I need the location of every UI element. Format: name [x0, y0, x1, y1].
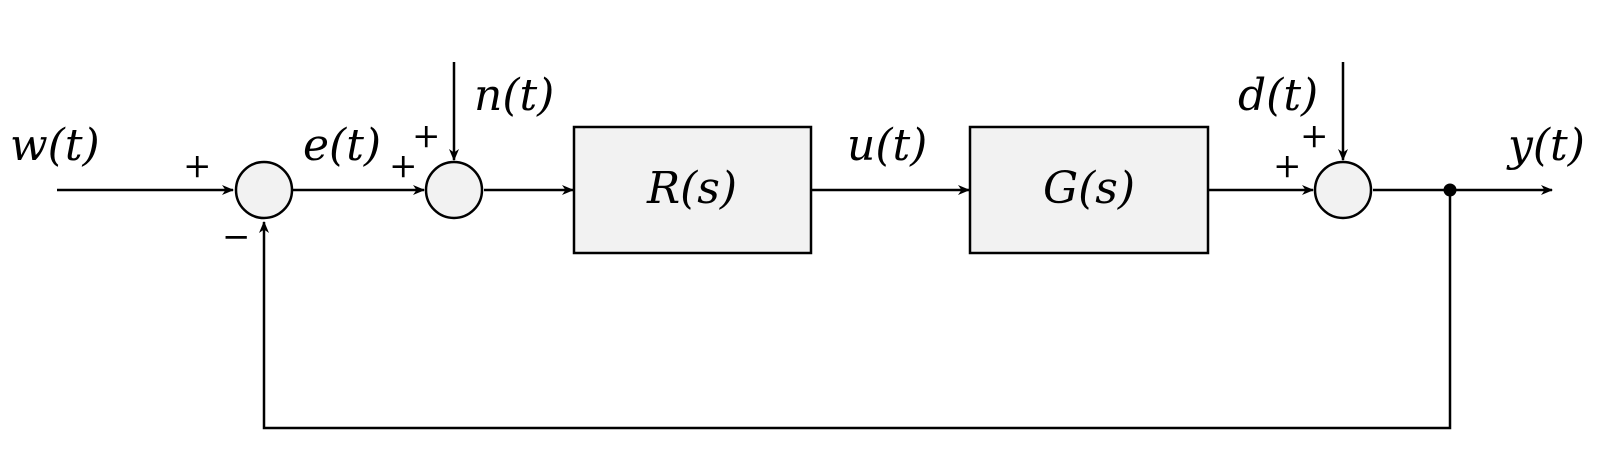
- controller-label: R(s): [646, 163, 737, 214]
- wire-feedback: [259, 190, 1452, 430]
- branch-point: [1443, 183, 1457, 197]
- summing-junction-error: [234, 160, 294, 220]
- label-error: e(t): [303, 120, 381, 171]
- sign-plant-input: +: [1273, 146, 1302, 186]
- label-reference: w(t): [10, 120, 100, 171]
- sign-reference: +: [183, 146, 212, 186]
- sign-noise-input: +: [412, 116, 441, 156]
- summing-junction-noise: [424, 160, 484, 220]
- plant-block: [968, 125, 1210, 255]
- controller-block: [572, 125, 813, 255]
- sign-feedback: −: [222, 217, 251, 257]
- sign-error-input: +: [389, 146, 418, 186]
- label-control: u(t): [847, 120, 927, 171]
- label-noise: n(t): [474, 70, 554, 121]
- sign-disturbance-input: +: [1300, 116, 1329, 156]
- summing-junction-disturbance: [1313, 160, 1373, 220]
- label-disturbance: d(t): [1238, 70, 1318, 121]
- plant-label: G(s): [1043, 163, 1135, 214]
- label-output: y(t): [1506, 120, 1585, 171]
